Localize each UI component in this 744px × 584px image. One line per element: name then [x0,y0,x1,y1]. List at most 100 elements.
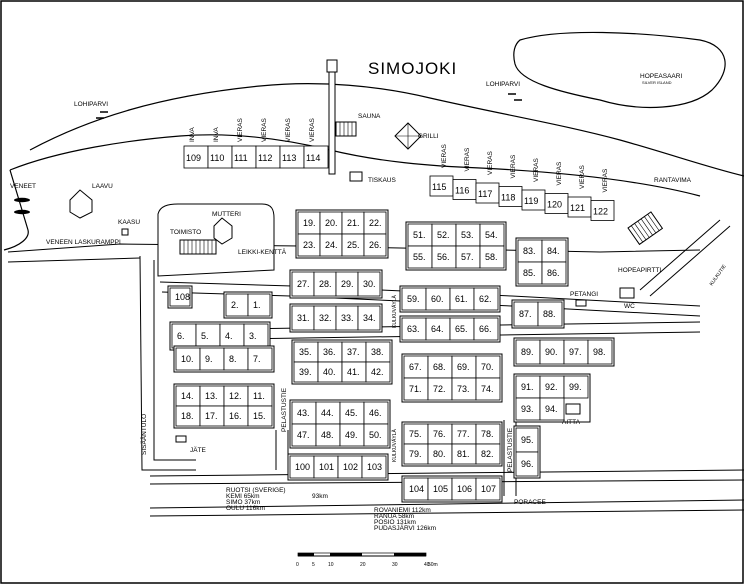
plot-66[interactable] [473,317,499,341]
plot-89[interactable] [515,339,541,365]
label-leikkikentta: LEIKKI-KENTTÄ [238,248,287,256]
plot-number: 4. [225,331,233,341]
plot-number: 40. [323,367,336,377]
plot-number: 122 [593,207,608,217]
plot-number: 77. [457,429,470,439]
plot-3[interactable] [243,323,269,349]
plot-number: 42. [371,367,384,377]
sign-text: KEMI 65km [226,493,260,500]
plot-96[interactable] [515,451,539,477]
pier [328,61,336,175]
plot-58[interactable] [479,245,505,269]
label-sisaantulo: SISÄÄNTULO [140,414,148,455]
plot-number: 106 [457,484,472,494]
sign-text: ROVANIEMI 112km [374,507,431,514]
plot-114[interactable] [303,145,329,169]
plot-107[interactable] [475,477,501,501]
plot-62[interactable] [473,287,499,311]
plot-number: 64. [431,324,444,334]
label-veneet: VENEET [10,183,36,190]
plot-87[interactable] [513,301,539,327]
plot-number: 120 [547,200,562,210]
plot-5[interactable] [195,323,221,349]
sign-text: SIMO 37km [226,499,260,506]
plot-number: 83. [523,246,536,256]
plot-number: 29. [341,279,354,289]
column-label: VIERAS [602,168,609,193]
plot-number: 2. [231,300,239,310]
label-kulkuvayla-2: KULKUVÄYLÄ [391,429,398,462]
plot-grid: 19.20.21.22.23.24.25.26.51.52.53.54.55.5… [167,209,615,503]
plot-number: 18. [181,411,194,421]
plot-74[interactable] [475,377,501,401]
scale-tick-label: 40 [424,562,430,568]
plot-block-mid_1: 35.36.37.38.39.40.41.42. [291,339,393,385]
plot-7[interactable] [247,347,273,371]
scale-tick-label: 20 [360,562,366,568]
plot-1[interactable] [247,293,271,317]
column-label: VIERAS [285,117,292,142]
plot-number: 105 [433,484,448,494]
label-lohiparvi-left: LOHIPARVI [74,101,108,108]
plot-number: 56. [437,252,450,262]
plot-number: 95. [521,435,534,445]
plot-number: 45. [345,408,358,418]
plot-34[interactable] [357,305,381,331]
plot-number: 5. [201,331,209,341]
label-laavu: LAAVU [92,183,113,190]
plot-42[interactable] [365,361,391,383]
plot-block-mid_2: 67.68.69.70.71.72.73.74. [401,353,503,403]
label-toimisto: TOIMISTO [170,229,201,236]
scale-unit: 50m [428,562,438,568]
plot-90[interactable] [539,339,565,365]
plot-number: 9. [205,354,213,364]
plot-number: 59. [407,294,420,304]
scale-tick-label: 30 [392,562,398,568]
plot-number: 82. [481,449,494,459]
plot-94[interactable] [539,397,565,421]
plot-block-right_1: 89.90.97.98. [513,337,615,367]
label-kaasu: KAASU [118,219,140,226]
plot-82[interactable] [475,443,501,465]
column-label: VIERAS [510,154,517,179]
plot-number: 52. [437,230,450,240]
label-wc: WC [624,303,635,310]
plot-99[interactable] [563,375,589,399]
plot-number: 86. [547,268,560,278]
plot-block-mid_4: 75.76.77.78.79.80.81.82. [401,421,503,467]
plot-number: 41. [347,367,360,377]
plot-30[interactable] [357,271,381,297]
plot-number: 55. [413,252,426,262]
kaasu-building [121,228,129,236]
plot-number: 46. [369,408,382,418]
column-label: VIERAS [237,117,244,142]
plot-number: 89. [521,347,534,357]
plot-15[interactable] [247,405,273,427]
scale-tick-label: 0 [296,562,299,568]
plot-block-left_1: 108 [167,285,193,309]
plot-number: 91. [521,382,534,392]
plot-122[interactable] [590,200,615,221]
petangi-court [575,299,587,307]
plot-98[interactable] [587,339,613,365]
column-label: VIERAS [464,147,471,172]
label-sauna: SAUNA [358,113,381,120]
label-kulkutie: KULKUTIE [709,263,728,287]
plot-86[interactable] [541,261,567,285]
plot-number: 36. [323,347,336,357]
column-label: VIERAS [556,161,563,186]
plot-number: 97. [569,347,582,357]
plot-97[interactable] [563,339,589,365]
plot-number: 69. [457,362,470,372]
plot-108[interactable] [169,287,191,307]
plot-103[interactable] [361,455,387,479]
plot-block-block_b: 51.52.53.54.55.56.57.58. [405,221,507,271]
plot-50[interactable] [363,423,389,447]
column-label: VIERAS [441,143,448,168]
label-poracee: PORACEE [514,499,546,506]
plot-block-left_2: 2.1. [223,291,273,319]
plot-88[interactable] [537,301,563,327]
plot-26[interactable] [363,233,387,257]
plot-number: 117 [478,189,492,199]
